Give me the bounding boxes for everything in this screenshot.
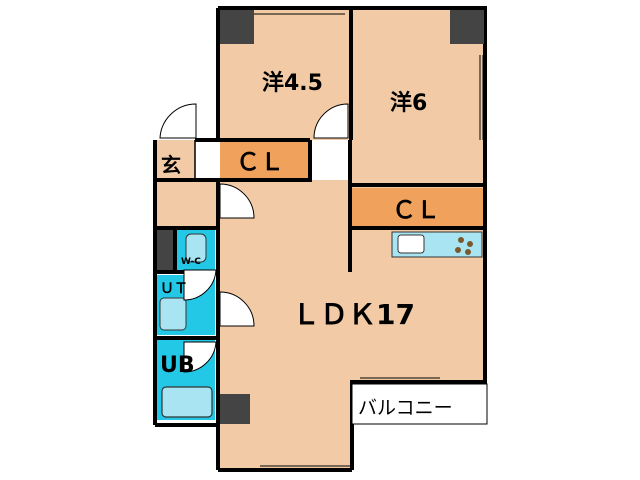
label-utility: ＵＴ <box>160 281 188 297</box>
label-entrance: 玄 <box>161 153 181 177</box>
door-swings <box>159 103 349 373</box>
label-western-large: 洋6 <box>390 90 427 116</box>
label-bath: UB <box>160 353 195 378</box>
kitchen-sink <box>397 234 425 254</box>
label-balcony: バルコニー <box>358 397 453 419</box>
entrance-area <box>157 140 195 180</box>
hallway-area <box>157 180 220 228</box>
label-toilet: W-C <box>181 257 201 267</box>
walls <box>153 6 487 472</box>
label-ldk: ＬＤＫ17 <box>292 298 415 331</box>
label-western-small: 洋4.5 <box>262 70 323 96</box>
washbasin-fixture <box>159 297 187 331</box>
structural-columns <box>157 10 484 424</box>
label-closet-left: ＣＬ <box>236 148 284 176</box>
balcony-area <box>351 383 488 425</box>
closet-right-area <box>352 188 483 228</box>
stove-burners-icon <box>455 237 473 255</box>
bathtub-fixture <box>161 386 213 418</box>
closet-left-area <box>220 140 308 180</box>
label-closet-right: ＣＬ <box>392 196 440 224</box>
toilet-fixture <box>185 233 207 263</box>
